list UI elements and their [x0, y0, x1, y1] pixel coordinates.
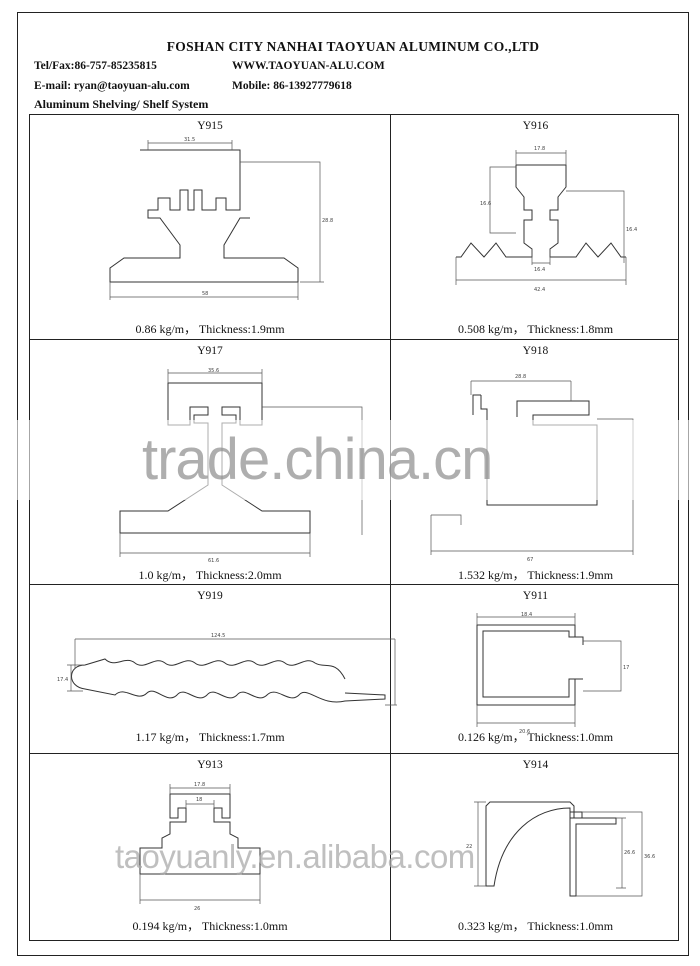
profile-spec: 1.0 kg/m， Thickness:2.0mm [138, 568, 282, 582]
dimension-label: 58 [202, 291, 208, 297]
profile-cell-y915: Y915 31.5 28.8 58 0.86 kg/m， Thickness:1… [30, 115, 390, 339]
profile-cell-y919: Y919 124.5 17.4 1.17 kg/m， Thickness:1.7… [30, 585, 397, 753]
profile-code: Y911 [522, 590, 549, 602]
dimension-label: 28.8 [515, 374, 526, 380]
email: E-mail: ryan@taoyuan-alu.com [34, 80, 190, 92]
grid-divider [30, 339, 678, 340]
profile-spec: 1.532 kg/m， Thickness:1.9mm [457, 568, 614, 582]
profile-drawing: 35.6 61.6 [119, 368, 363, 564]
profile-spec: 0.126 kg/m， Thickness:1.0mm [457, 730, 614, 744]
dimension-label: 124.5 [211, 633, 225, 639]
dimension-label: 16.6 [480, 201, 491, 207]
dimension-label: 17.8 [194, 782, 205, 788]
dimension-label: 42.4 [534, 287, 545, 293]
dimension-label: 18 [196, 797, 202, 803]
profile-code: Y915 [197, 120, 223, 132]
profile-code: Y917 [197, 345, 223, 357]
company-name: FOSHAN CITY NANHAI TAOYUAN ALUMINUM CO.,… [166, 39, 540, 54]
watermark-band: trade.china.cn [0, 420, 700, 500]
profile-spec: 0.508 kg/m， Thickness:1.8mm [457, 322, 614, 336]
dimension-label: 20.6 [519, 729, 530, 735]
dimension-label: 26 [194, 906, 200, 912]
dimension-label: 17.8 [534, 146, 545, 152]
profile-code: Y916 [522, 120, 549, 132]
grid-divider [30, 584, 678, 585]
dimension-label: 16.4 [626, 227, 637, 233]
profile-drawing: 22 26.6 36.6 [466, 801, 655, 897]
profile-cell-y918: Y918 28.8 67 1.532 kg/m， Thickness:1.9mm [391, 340, 680, 584]
dimension-label: 17 [623, 665, 629, 671]
dimension-label: 18.4 [521, 612, 532, 618]
profile-cell-y911: Y911 18.4 17 20.6 0.126 kg/m， Thickness:… [391, 585, 680, 753]
profile-code: Y918 [522, 345, 549, 357]
watermark-footer: taoyuanly.en.alibaba.com [115, 838, 475, 875]
profile-drawing: 18.4 17 20.6 [476, 612, 629, 735]
dimension-label: 61.6 [208, 558, 219, 564]
profile-cell-y916: Y916 17.8 16.6 16.4 16.4 42.4 0.508 kg/m… [391, 115, 680, 339]
dimension-label: 36.6 [644, 854, 655, 860]
dimension-label: 35.6 [208, 368, 219, 374]
profile-spec: 1.17 kg/m， Thickness:1.7mm [135, 730, 285, 744]
profile-spec: 0.194 kg/m， Thickness:1.0mm [132, 919, 288, 933]
profile-cell-y914: Y914 22 26.6 36.6 0.323 kg/m， Thickness:… [391, 754, 680, 942]
profile-drawing: 17.8 18 26 [139, 782, 261, 912]
dimension-label: 16.4 [534, 267, 545, 273]
profile-code: Y914 [522, 759, 549, 771]
profile-drawing: 124.5 17.4 [57, 633, 397, 706]
profile-spec: 0.323 kg/m， Thickness:1.0mm [457, 919, 614, 933]
watermark-text: trade.china.cn [142, 427, 493, 492]
dimension-label: 26.6 [624, 850, 635, 856]
mobile: Mobile: 86-13927779618 [232, 80, 352, 92]
profile-cell-y917: Y917 35.6 61.6 1.0 kg/m， Thickness:2.0mm [30, 340, 390, 584]
grid-divider [30, 753, 678, 754]
website: WWW.TAOYUAN-ALU.COM [232, 60, 385, 72]
tel-fax: Tel/Fax:86-757-85235815 [34, 60, 157, 72]
grid-divider [390, 115, 391, 940]
dimension-label: 17.4 [57, 677, 68, 683]
dimension-label: 28.8 [322, 218, 333, 224]
profile-cell-y913: Y913 17.8 18 26 0.194 kg/m， Thickness:1.… [30, 754, 390, 942]
dimension-label: 31.5 [184, 137, 195, 143]
profile-drawing: 28.8 67 [430, 374, 634, 563]
dimension-label: 67 [527, 557, 533, 563]
profile-drawing: 31.5 28.8 58 [109, 137, 333, 300]
profile-code: Y913 [197, 759, 223, 771]
dimension-label: 22 [466, 844, 472, 850]
profile-code: Y919 [197, 590, 223, 602]
profile-drawing: 17.8 16.6 16.4 16.4 42.4 [455, 146, 637, 293]
spec-sheet: FOSHAN CITY NANHAI TAOYUAN ALUMINUM CO.,… [17, 12, 689, 956]
series-title: Aluminum Shelving/ Shelf System [34, 97, 209, 111]
profile-grid: Y915 31.5 28.8 58 0.86 kg/m， Thickness:1… [29, 114, 679, 941]
profile-spec: 0.86 kg/m， Thickness:1.9mm [135, 322, 285, 336]
